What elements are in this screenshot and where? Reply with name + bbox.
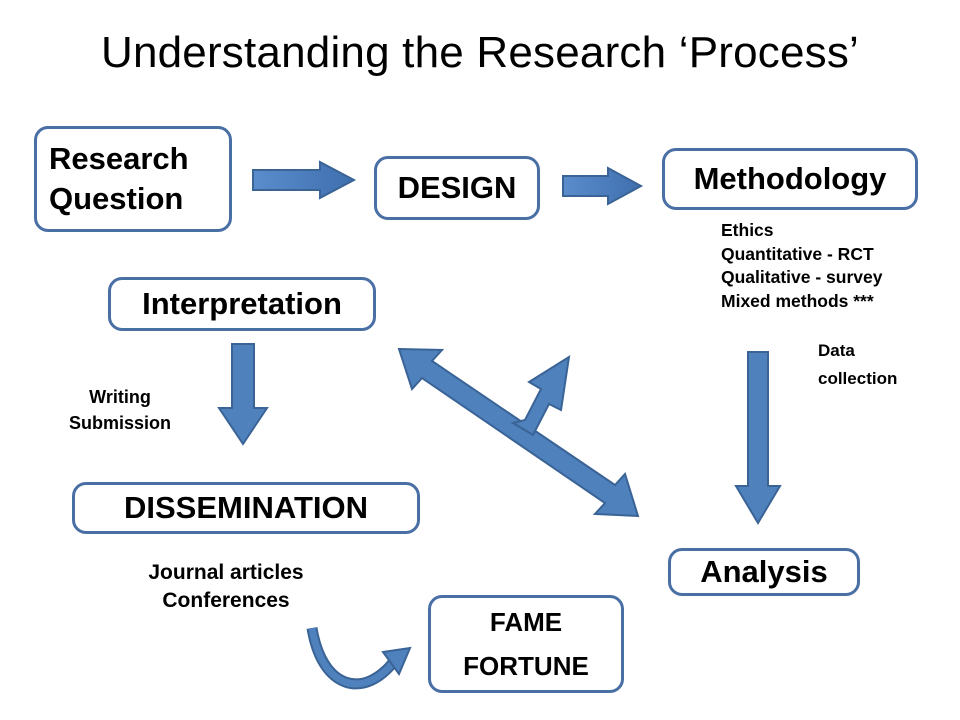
node-design: DESIGN — [374, 156, 540, 220]
node-research-question-line-2: Question — [49, 181, 184, 216]
methodology-notes: Ethics Quantitative - RCT Qualitative - … — [721, 219, 882, 313]
data-collection-line-1: Data — [818, 341, 855, 360]
arrow-methodology-to-analysis — [734, 351, 782, 525]
node-analysis-label: Analysis — [700, 554, 828, 589]
node-fortune-label: FORTUNE — [463, 651, 589, 681]
node-research-question-line-1: Research — [49, 141, 189, 176]
methodology-note-quantitative: Quantitative - RCT — [721, 243, 874, 264]
methodology-note-ethics: Ethics — [721, 220, 774, 240]
node-research-question: Research Question — [34, 126, 232, 232]
node-methodology: Methodology — [662, 148, 918, 210]
node-design-label: DESIGN — [397, 170, 517, 205]
node-fame-fortune: FAME FORTUNE — [428, 595, 624, 693]
arrow-curved-head — [381, 646, 412, 677]
arrow-branch-up — [510, 354, 571, 437]
data-collection-line-2: collection — [818, 369, 898, 388]
arrow-design-to-methodology — [562, 166, 644, 206]
arrow-rq-to-design — [252, 160, 357, 200]
node-dissemination-label: DISSEMINATION — [124, 490, 368, 525]
arrow-interpretation-to-dissemination — [217, 343, 269, 446]
writing-note: Writing Submission — [36, 384, 204, 436]
node-methodology-label: Methodology — [693, 161, 887, 196]
methodology-note-qualitative: Qualitative - survey — [721, 267, 883, 287]
node-fame-label: FAME — [489, 607, 563, 637]
node-interpretation: Interpretation — [108, 277, 376, 331]
writing-line-2: Submission — [68, 413, 171, 433]
node-interpretation-label: Interpretation — [142, 286, 342, 321]
outputs-line-1: Journal articles — [148, 561, 304, 584]
data-collection-note: Data collection — [818, 337, 897, 393]
page-title: Understanding the Research ‘Process’ — [100, 28, 860, 77]
writing-line-1: Writing — [89, 387, 151, 407]
node-analysis: Analysis — [668, 548, 860, 596]
node-dissemination: DISSEMINATION — [72, 482, 420, 534]
arrow-analysis-interpretation-bidirectional — [397, 347, 640, 518]
outputs-line-2: Conferences — [162, 589, 290, 612]
outputs-note: Journal articles Conferences — [108, 559, 344, 615]
methodology-note-mixed: Mixed methods *** — [721, 290, 874, 311]
